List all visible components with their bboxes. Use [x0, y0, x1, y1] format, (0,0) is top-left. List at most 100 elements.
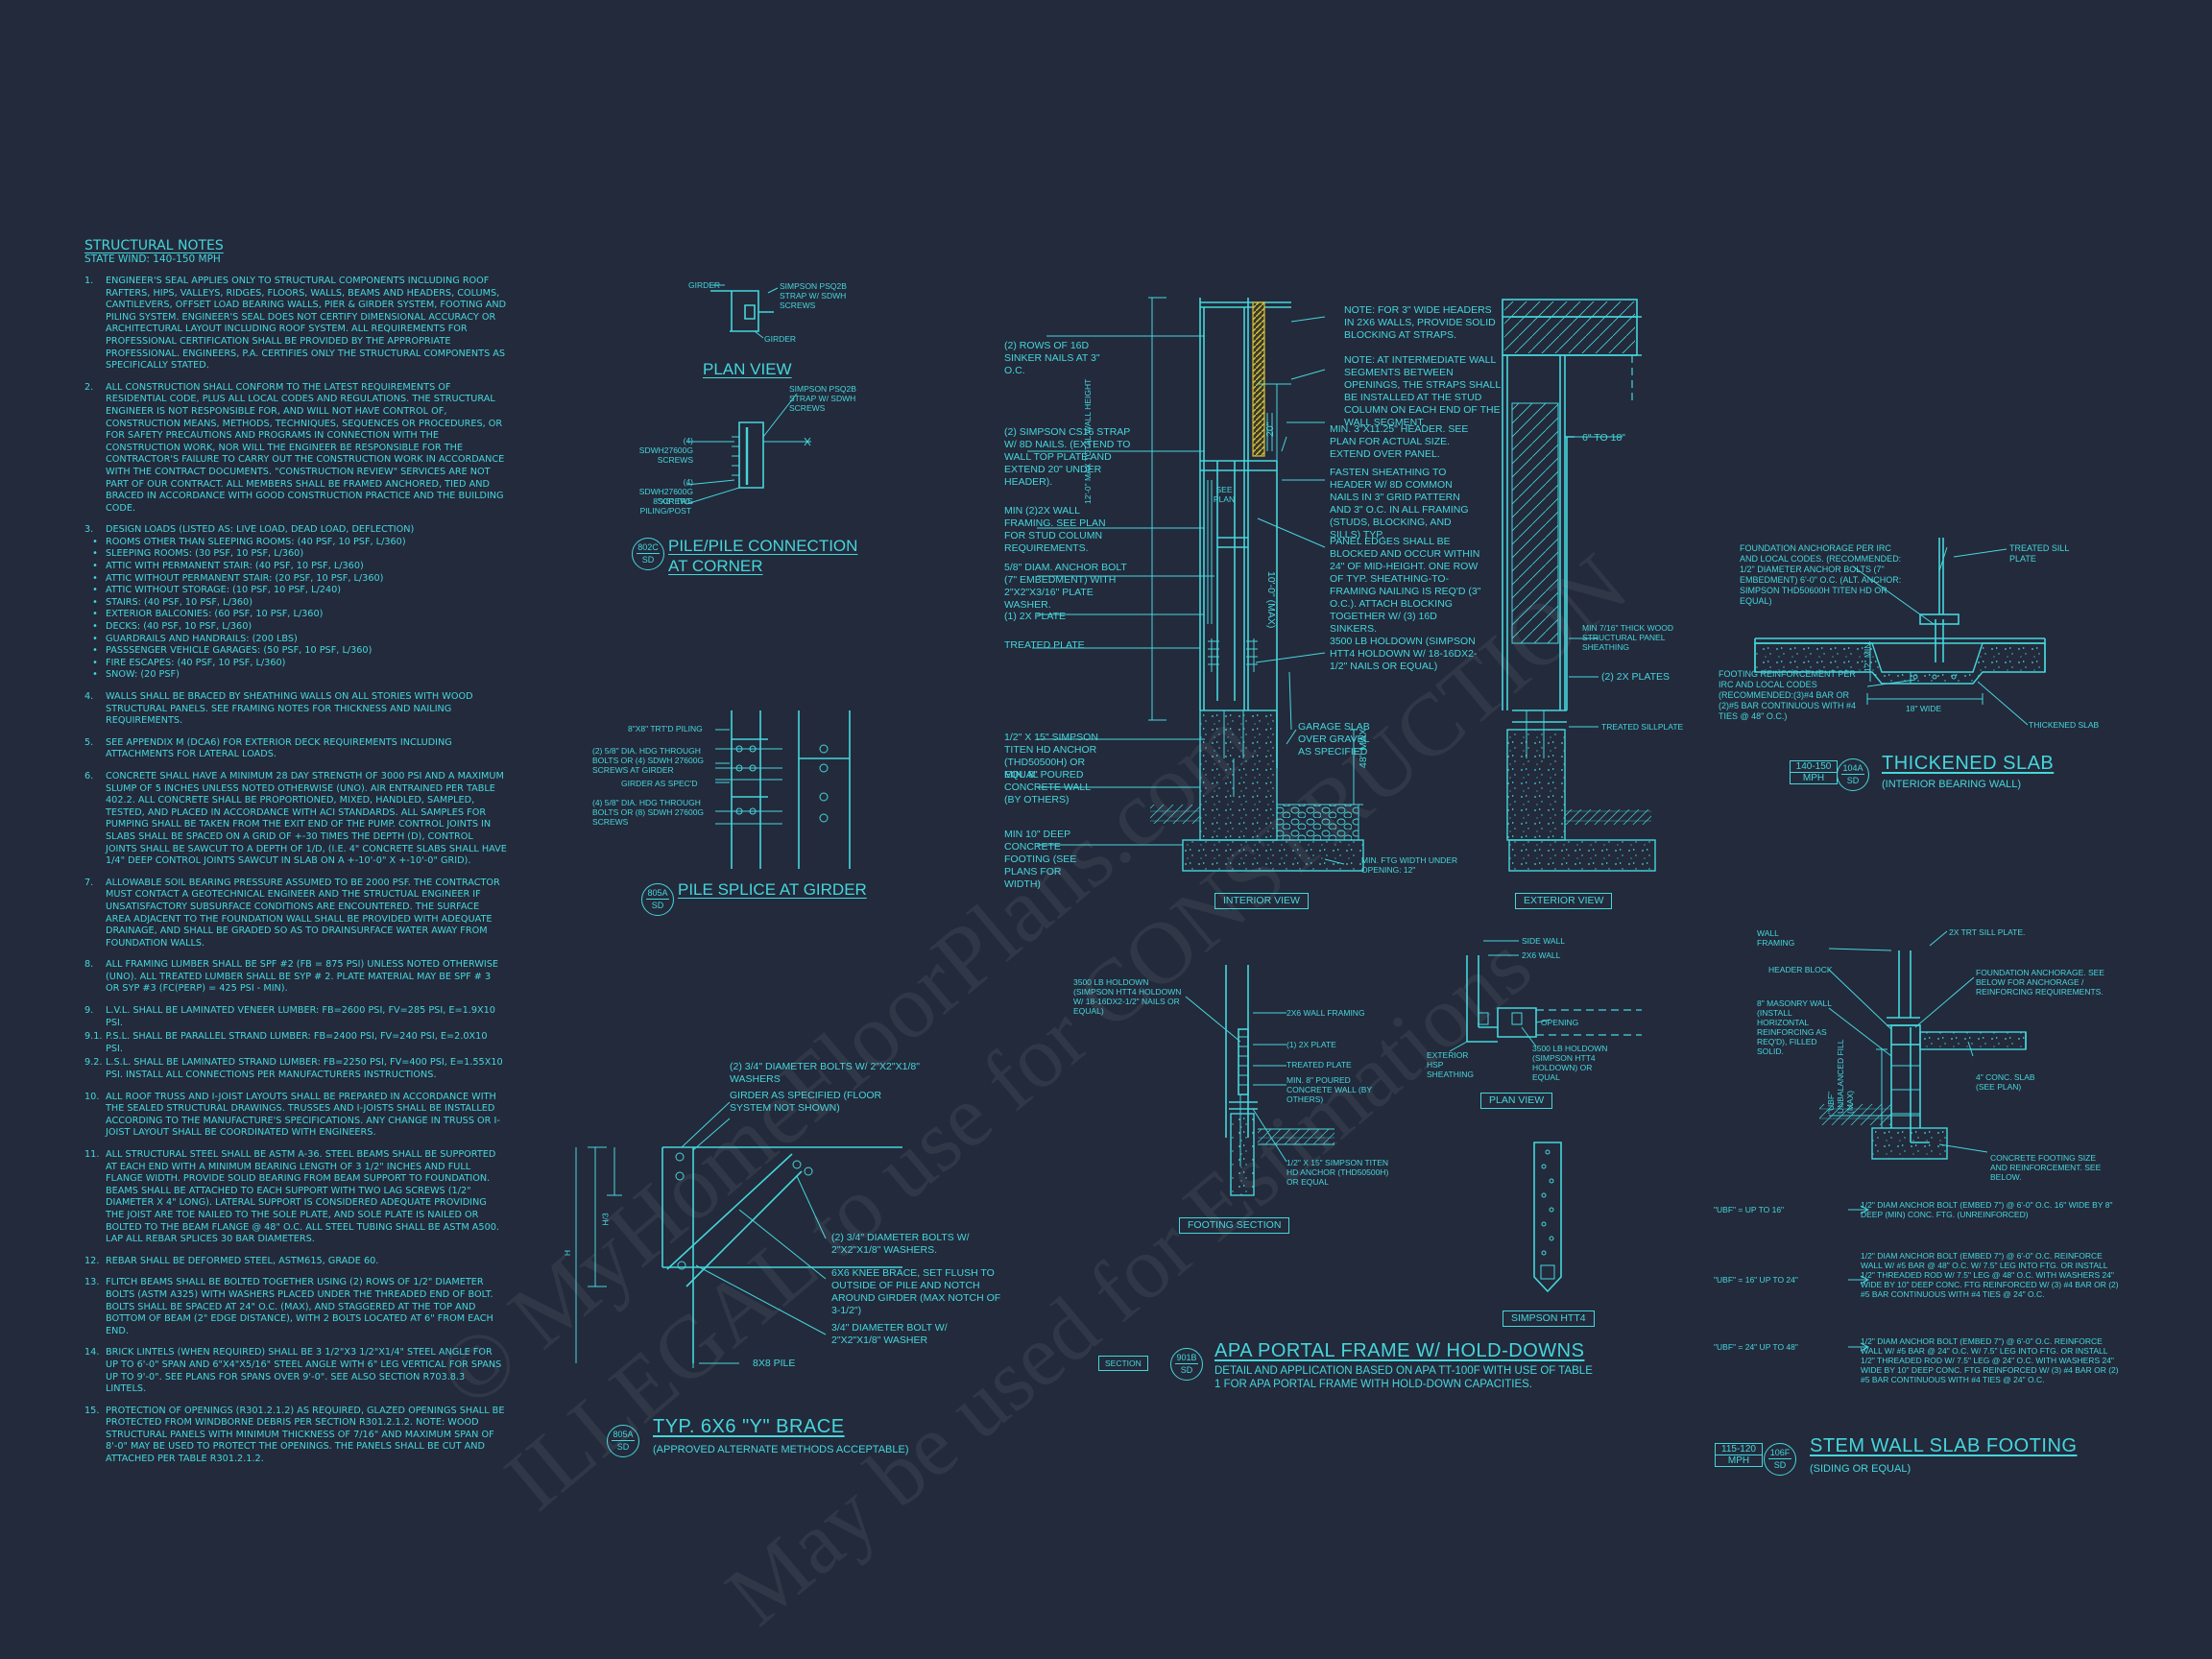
interior-view-label: INTERIOR VIEW: [1214, 893, 1309, 909]
label-stem-right: FOUNDATION ANCHORAGE. SEE BELOW FOR ANCH…: [1976, 968, 2104, 997]
label-strap: SIMPSON PSQ2B STRAP W/ SDWH SCREWS: [780, 281, 847, 310]
load-item: •EXTERIOR BALCONIES: (60 PSF, 10 PSF, L/…: [92, 609, 324, 620]
label-bolts: (2) 5/8" DIA. HDG THROUGH BOLTS OR (4) S…: [592, 746, 705, 775]
y-brace-drawing: [575, 1101, 902, 1368]
note-num: 11.: [84, 1149, 100, 1160]
note-item: 7.ALLOWABLE SOIL BEARING PRESSURE ASSUME…: [84, 878, 507, 950]
dim-12: 12" MIN.: [1863, 640, 1872, 672]
load-text: PASSSENGER VEHICLE GARAGES: (50 PSF, 10 …: [106, 645, 373, 657]
note-num: 5.: [84, 736, 94, 748]
load-text: ROOMS OTHER THAN SLEEPING ROOMS: (40 PSF…: [106, 536, 406, 547]
load-item: •STAIRS: (40 PSF, 10 PSF, L/360): [92, 596, 252, 608]
label-plan: SIDE WALL: [1522, 936, 1566, 946]
dim-20: 20": [1264, 421, 1276, 437]
tag-sheet: SD: [616, 1442, 630, 1452]
dim-ubf: "UBF" UNBALANCED FILL (MAX): [1826, 1039, 1855, 1114]
note-item: 9.2.L.S.L. SHALL BE LAMINATED STRAND LUM…: [84, 1057, 507, 1081]
label-footing: 1/2" x 15" SIMPSON TITEN HD ANCHOR (THD5…: [1286, 1158, 1389, 1187]
ubf-key: "UBF" = 24" UP TO 48": [1714, 1342, 1798, 1352]
load-text: SLEEPING ROOMS: (30 PSF, 10 PSF, L/360): [106, 548, 304, 560]
label-plan: 2x6 WALL: [1522, 950, 1561, 960]
design-loads-list: •ROOMS OTHER THAN SLEEPING ROOMS: (40 PS…: [84, 537, 507, 682]
label-portal-left: 5/8" DIAM. ANCHOR BOLT (7" EMBEDMENT) WI…: [1004, 562, 1127, 611]
ubf-value: 1/2" DIAM ANCHOR BOLT (EMBED 7") @ 6'-0"…: [1861, 1200, 2113, 1219]
detail-description: DETAIL AND APPLICATION BASED ON APA TT-1…: [1214, 1365, 1593, 1390]
footing-section-drawing: [1185, 965, 1334, 1196]
note-item: 9.1.P.S.L. SHALL BE PARALLEL STRAND LUMB…: [84, 1031, 507, 1055]
label-stem-right: CONCRETE FOOTING SIZE AND REINFORCEMENT.…: [1990, 1153, 2102, 1182]
exterior-view-label: EXTERIOR VIEW: [1515, 893, 1613, 909]
detail-title: AT CORNER: [668, 557, 763, 575]
label-strap: SIMPSON PSQ2B STRAP W/ SDWH SCREWS: [789, 384, 856, 413]
note-item: 3.DESIGN LOADS (LISTED AS: LIVE LOAD, DE…: [84, 524, 507, 537]
label-portal-ext: TREATED SILLPLATE: [1601, 722, 1684, 732]
load-text: ATTIC WITHOUT PERMANENT STAIR: (20 PSF, …: [106, 572, 384, 584]
label-screws: (4) SDWH27600G SCREWS: [638, 436, 693, 465]
note-text: PROTECTION OF OPENINGS (R301.2.1.2) AS R…: [106, 1405, 505, 1465]
label-pile: 8x8 PILE: [753, 1358, 796, 1369]
note-num: 13.: [84, 1277, 100, 1288]
label-girder: GIRDER: [688, 280, 721, 290]
label-portal-left: MIN 10" DEEP CONCRETE FOOTING (SEE PLANS…: [1004, 829, 1077, 890]
label-portal-left: TREATED PLATE: [1004, 639, 1085, 651]
notes-title: STRUCTURAL NOTES: [84, 238, 224, 253]
portal-interior-drawing: [1027, 297, 1364, 872]
label-portal-left: MIN (2)2X WALL FRAMING. SEE PLAN FOR STU…: [1004, 505, 1106, 554]
label-stem-left: 8" MASONRY WALL (INSTALL HORIZONTAL REIN…: [1757, 998, 1832, 1056]
pile-corner-drawing: [685, 284, 811, 505]
note-item: 10.ALL ROOF TRUSS AND I-JOIST LAYOUTS SH…: [84, 1092, 507, 1140]
tag-sheet: SD: [1846, 776, 1860, 785]
dim-18: 18" WIDE: [1906, 704, 1942, 713]
label-piling: 8"x8" TRT'D PILING: [628, 724, 703, 733]
label-portal-mid: PANEL EDGES SHALL BE BLOCKED AND OCCUR W…: [1330, 536, 1481, 635]
mph-value: 115-120: [1716, 1444, 1762, 1455]
dim-h: H: [563, 1249, 573, 1257]
thickened-slab-drawing: [1754, 538, 2046, 726]
note-num: 8.: [84, 959, 94, 971]
label-footing: MIN. 8" POURED CONCRETE WALL (BY OTHERS): [1286, 1075, 1372, 1104]
ubf-key: "UBF" = 16" UP TO 24": [1714, 1275, 1798, 1285]
note-item: 8.ALL FRAMING LUMBER SHALL BE SPF #2 (Fb…: [84, 959, 507, 996]
label-portal-left: 1/2" x 15" SIMPSON TITEN HD ANCHOR (THD5…: [1004, 732, 1098, 781]
detail-title: STEM WALL SLAB FOOTING: [1810, 1435, 2078, 1456]
footing-section-label: FOOTING SECTION: [1179, 1217, 1290, 1234]
note-item: 13.FLITCH BEAMS SHALL BE BOLTED TOGETHER…: [84, 1277, 507, 1337]
note-text: DESIGN LOADS (LISTED AS: LIVE LOAD, DEAD…: [106, 524, 415, 536]
mph-value: 140-150: [1791, 761, 1837, 773]
dim-max10: 10'-0" (MAX): [1265, 571, 1277, 629]
note-num: 10.: [84, 1091, 100, 1102]
label-girder: GIRDER AS SPECIFIED (FLOOR SYSTEM NOT SH…: [730, 1090, 882, 1114]
label-portal-mid: 3500 LB HOLDOWN (SIMPSON HTT4 HOLDOWN W/…: [1330, 636, 1478, 672]
label-portal-mid: NOTE: AT INTERMEDIATE WALL SEGMENTS BETW…: [1344, 354, 1501, 428]
load-item: •SLEEPING ROOMS: (30 PSF, 10 PSF, L/360): [92, 548, 304, 560]
load-text: GUARDRAILS AND HANDRAILS: (200 LBS): [106, 633, 298, 644]
label-plan: EXTERIOR HSP SHEATHING: [1427, 1050, 1474, 1079]
label-screws: (4) SDWH27600G SCREWS: [638, 477, 693, 506]
label-bolts: (2) 3/4" DIAMETER BOLTS W/ 2"x2"x1/8" WA…: [831, 1232, 970, 1256]
detail-title: PILE SPLICE AT GIRDER: [678, 880, 867, 899]
note-item: 1.ENGINEER'S SEAL APPLIES ONLY TO STRUCT…: [84, 276, 507, 373]
label-stem-left: WALL FRAMING: [1757, 928, 1795, 948]
label-portal-mid: FASTEN SHEATHING TO HEADER W/ 8d COMMON …: [1330, 467, 1469, 541]
label-knee-brace: 6x6 KNEE BRACE, SET FLUSH TO OUTSIDE OF …: [831, 1267, 1001, 1316]
notes-wind: STATE Wind: 140-150 mph: [84, 253, 221, 265]
label-plan: OPENING: [1541, 1018, 1579, 1027]
label-footing: (1) 2x PLATE: [1286, 1040, 1336, 1049]
dim-48: 48" MAX: [1358, 728, 1369, 768]
note-text: CONCRETE SHALL HAVE A MINIMUM 28 DAY STR…: [106, 770, 507, 867]
note-text: ALL CONSTRUCTION SHALL CONFORM TO THE LA…: [106, 381, 505, 514]
label-bolt: 3/4" DIAMETER BOLT W/ 2"x2"x1/8" WASHER: [831, 1322, 948, 1346]
simpson-htt4-drawing: [1533, 1142, 1562, 1293]
load-item: •FIRE ESCAPES: (40 PSF, 10 PSF, L/360): [92, 657, 286, 668]
label-portal-ext: MIN 7/16" THICK WOOD STRUCTURAL PANEL SH…: [1582, 623, 1673, 652]
label-portal-mid: NOTE: FOR 3" WIDE HEADERS IN 2x6 WALLS, …: [1344, 304, 1496, 341]
note-item: 11.ALL STRUCTURAL STEEL SHALL BE ASTM A-…: [84, 1149, 507, 1246]
ubf-value: 1/2" DIAM ANCHOR BOLT (EMBED 7") @ 6'-0"…: [1861, 1251, 2119, 1299]
load-text: FIRE ESCAPES: (40 PSF, 10 PSF, L/360): [106, 657, 286, 668]
load-item: •ATTIC WITH PERMANENT STAIR: (40 PSF, 10…: [92, 561, 364, 572]
note-text: REBAR SHALL BE DEFORMED STEEL, ASTM615, …: [106, 1255, 379, 1266]
